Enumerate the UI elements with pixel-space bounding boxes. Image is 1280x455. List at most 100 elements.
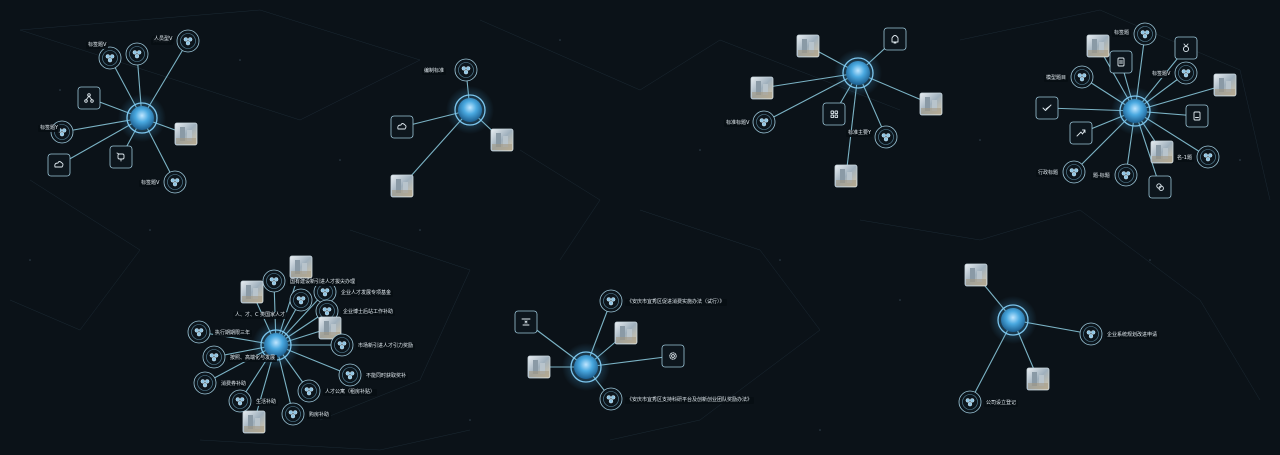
node-c5n8[interactable] bbox=[187, 320, 211, 344]
node-c1n2[interactable] bbox=[125, 42, 149, 66]
node-c4n10[interactable] bbox=[1069, 121, 1093, 145]
node-c1n8[interactable] bbox=[109, 145, 133, 169]
node-c5n7[interactable] bbox=[318, 316, 342, 340]
photo-thumbnail-icon bbox=[616, 326, 636, 343]
node-c1n5[interactable] bbox=[163, 170, 187, 194]
node-c4n9[interactable] bbox=[1185, 104, 1209, 128]
node-label: 行政标题 bbox=[1036, 170, 1061, 177]
node-c4n11[interactable] bbox=[1150, 140, 1174, 164]
node-c5n14[interactable] bbox=[228, 389, 252, 413]
node-c6n3[interactable] bbox=[614, 321, 638, 345]
node-c3n4[interactable] bbox=[919, 92, 943, 116]
node-c2n3[interactable] bbox=[490, 128, 514, 152]
share-icon bbox=[84, 93, 94, 103]
cluster-dots-icon bbox=[1203, 153, 1213, 162]
photo-thumbnail-icon bbox=[320, 321, 340, 338]
node-c3n1[interactable] bbox=[796, 34, 820, 58]
node-c7n1[interactable] bbox=[964, 263, 988, 287]
node-c4n15[interactable] bbox=[1148, 175, 1172, 199]
node-c5n2[interactable] bbox=[262, 269, 286, 293]
node-c4n12[interactable] bbox=[1196, 145, 1220, 169]
photo-thumbnail-icon bbox=[492, 133, 512, 150]
node-c3n8[interactable] bbox=[834, 164, 858, 188]
node-c4n14[interactable] bbox=[1114, 163, 1138, 187]
node-label: 《安庆市宜秀区支持科研平台及创新创业团队奖励办法》 bbox=[625, 397, 755, 404]
node-c1n9[interactable] bbox=[174, 122, 198, 146]
grid-icon bbox=[830, 110, 839, 119]
node-c5n1[interactable] bbox=[289, 255, 313, 279]
node-c5n3[interactable] bbox=[240, 280, 264, 304]
node-c7n3[interactable] bbox=[1026, 367, 1050, 391]
node-label: 购房补助 bbox=[307, 412, 332, 419]
node-c4n4[interactable] bbox=[1109, 50, 1133, 74]
node-c3n2[interactable] bbox=[883, 27, 907, 51]
node-label: 人、才、C 类国家人才 bbox=[233, 312, 288, 319]
node-c1n6[interactable] bbox=[77, 86, 101, 110]
node-c1n3[interactable] bbox=[176, 29, 200, 53]
photo-thumbnail-icon bbox=[921, 97, 941, 114]
photo-thumbnail-icon bbox=[836, 169, 856, 186]
cluster-dots-icon bbox=[1121, 171, 1131, 180]
node-c5n5[interactable] bbox=[289, 288, 313, 312]
node-c3n5[interactable] bbox=[822, 102, 846, 126]
node-c7n4[interactable] bbox=[958, 390, 982, 414]
node-c5n16[interactable] bbox=[242, 410, 266, 434]
node-c6n5[interactable] bbox=[527, 355, 551, 379]
node-c5n12[interactable] bbox=[193, 371, 217, 395]
node-c1n7[interactable] bbox=[47, 153, 71, 177]
node-c2n4[interactable] bbox=[390, 174, 414, 198]
node-c5n9[interactable] bbox=[330, 333, 354, 357]
node-c3n6[interactable] bbox=[752, 110, 776, 134]
photo-thumbnail-icon bbox=[1028, 372, 1048, 389]
node-c6n2[interactable] bbox=[514, 310, 538, 334]
node-c5n10[interactable] bbox=[202, 345, 226, 369]
node-c4n1[interactable] bbox=[1086, 34, 1110, 58]
document-icon bbox=[1193, 111, 1201, 121]
node-c4n13[interactable] bbox=[1062, 160, 1086, 184]
hub-c7[interactable] bbox=[989, 296, 1037, 344]
node-c3n7[interactable] bbox=[874, 125, 898, 149]
node-c7n2[interactable] bbox=[1079, 322, 1103, 346]
node-c5n4[interactable] bbox=[313, 280, 337, 304]
cluster-dots-icon bbox=[235, 397, 245, 406]
node-c4n8[interactable] bbox=[1035, 96, 1059, 120]
hub-c3[interactable] bbox=[834, 49, 882, 97]
photo-thumbnail-icon bbox=[1215, 78, 1235, 95]
node-c2n2[interactable] bbox=[390, 115, 414, 139]
node-c4n3[interactable] bbox=[1174, 36, 1198, 60]
node-c5n6[interactable] bbox=[315, 299, 339, 323]
photo-thumbnail-icon bbox=[1088, 39, 1108, 56]
cluster-dots-icon bbox=[269, 277, 279, 286]
cluster-dots-icon bbox=[132, 50, 142, 59]
photo-thumbnail-icon bbox=[244, 415, 264, 432]
flow-icon bbox=[116, 152, 125, 162]
node-c6n4[interactable] bbox=[661, 344, 685, 368]
cluster-dots-icon bbox=[1069, 168, 1079, 177]
node-label: 标签题 bbox=[1112, 30, 1132, 37]
photo-thumbnail-icon bbox=[752, 81, 772, 98]
gear-icon bbox=[669, 352, 677, 360]
node-c5n15[interactable] bbox=[281, 402, 305, 426]
trend-icon bbox=[1076, 129, 1086, 137]
node-c6n1[interactable] bbox=[599, 289, 623, 313]
node-c4n7[interactable] bbox=[1213, 73, 1237, 97]
node-c5n11[interactable] bbox=[338, 363, 362, 387]
node-label: 标准标题V bbox=[724, 120, 752, 127]
node-c1n1[interactable] bbox=[98, 46, 122, 70]
link-icon bbox=[1156, 183, 1164, 191]
hub-c2[interactable] bbox=[446, 86, 494, 134]
hub-c1[interactable] bbox=[118, 94, 166, 142]
hub-c6[interactable] bbox=[562, 343, 610, 391]
node-c6n6[interactable] bbox=[599, 387, 623, 411]
node-c2n1[interactable] bbox=[454, 58, 478, 82]
node-label: 按照、高端化与发展 bbox=[228, 355, 278, 362]
node-c3n3[interactable] bbox=[750, 76, 774, 100]
node-c4n6[interactable] bbox=[1070, 65, 1094, 89]
cluster-dots-icon bbox=[881, 133, 891, 142]
node-c4n5[interactable] bbox=[1174, 61, 1198, 85]
photo-thumbnail-icon bbox=[966, 268, 986, 285]
hub-c4[interactable] bbox=[1111, 87, 1159, 135]
node-c5n13[interactable] bbox=[297, 379, 321, 403]
node-c4n2[interactable] bbox=[1133, 22, 1157, 46]
